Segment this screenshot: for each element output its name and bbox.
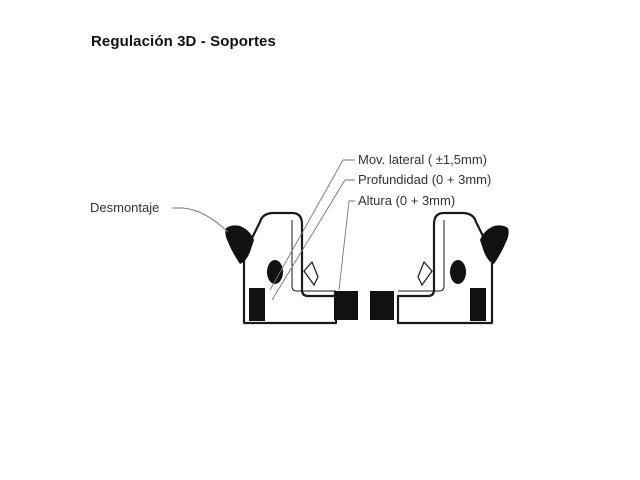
left-lower-block (249, 288, 265, 321)
leader-removal (172, 207, 229, 233)
left-support-bracket (225, 211, 358, 325)
left-support-inner-line (291, 220, 336, 292)
right-lower-block (470, 288, 486, 321)
right-front-block (370, 291, 394, 320)
left-front-block (334, 291, 358, 320)
left-support-clip (303, 260, 319, 287)
right-support-inner-line (398, 220, 445, 292)
leader-lateral (269, 159, 355, 291)
label-removal: Desmontaje (90, 200, 159, 215)
leader-height (338, 200, 355, 291)
right-release-lever (480, 225, 509, 264)
left-adjustment-oval (267, 260, 283, 284)
leader-lines (172, 159, 355, 301)
right-support-bracket (370, 211, 509, 325)
right-adjustment-oval (450, 260, 466, 284)
right-support-clip (417, 260, 433, 287)
label-depth: Profundidad (0 + 3mm) (358, 172, 491, 187)
left-release-lever (225, 225, 254, 264)
label-lateral: Mov. lateral ( ±1,5mm) (358, 152, 487, 167)
label-height: Altura (0 + 3mm) (358, 193, 455, 208)
leader-depth (271, 179, 355, 301)
page-title: Regulación 3D - Soportes (91, 33, 276, 50)
